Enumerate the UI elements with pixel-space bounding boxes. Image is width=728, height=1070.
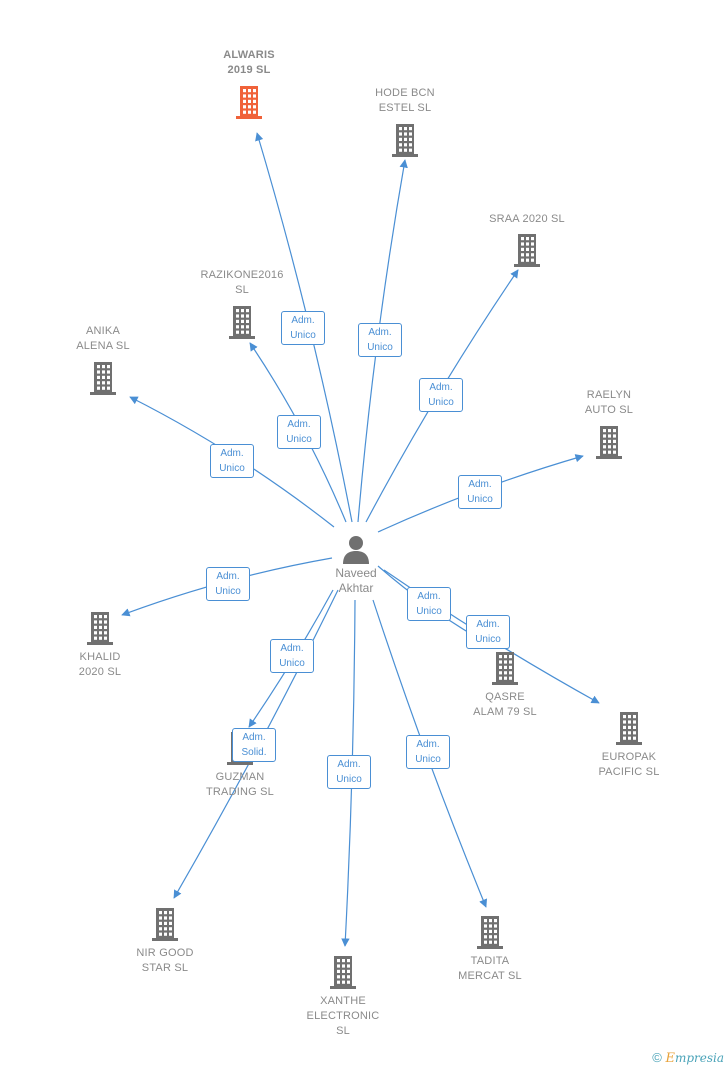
company-name: RAZIKONE2016 SL bbox=[200, 269, 284, 296]
building-icon bbox=[492, 652, 518, 685]
building-icon bbox=[596, 426, 622, 459]
relation-badge-qasre[interactable]: Adm. Unico bbox=[407, 587, 451, 621]
brand-rest: mpresia bbox=[674, 1051, 724, 1065]
building-icon bbox=[90, 362, 116, 395]
company-name: QASRE ALAM 79 SL bbox=[473, 691, 537, 718]
company-name: GUZMAN TRADING SL bbox=[205, 771, 274, 798]
company-node-alwaris[interactable]: ALWARIS 2019 SL bbox=[184, 48, 314, 120]
empresia-logo[interactable]: © Empresia bbox=[652, 1050, 724, 1066]
relation-badge-guzman[interactable]: Adm. Unico bbox=[270, 639, 314, 673]
relation-badge-khalid[interactable]: Adm. Unico bbox=[206, 567, 250, 601]
company-name: SRAA 2020 SL bbox=[489, 213, 565, 225]
building-icon bbox=[514, 234, 540, 267]
relation-badge-tadita[interactable]: Adm. Unico bbox=[406, 735, 450, 769]
brand-initial: E bbox=[665, 1051, 675, 1066]
company-name: HODE BCN ESTEL SL bbox=[375, 87, 435, 114]
company-node-khalid[interactable]: KHALID 2020 SL bbox=[35, 610, 165, 680]
relation-badge-europak[interactable]: Adm. Unico bbox=[466, 615, 510, 649]
relation-badge-anika[interactable]: Adm. Unico bbox=[210, 444, 254, 478]
building-icon bbox=[152, 908, 178, 941]
building-icon bbox=[229, 306, 255, 339]
relation-badge-razikone[interactable]: Adm. Unico bbox=[277, 415, 321, 449]
company-node-raelyn[interactable]: RAELYN AUTO SL bbox=[544, 388, 674, 460]
building-icon bbox=[236, 86, 262, 119]
relation-badge-sraa[interactable]: Adm. Unico bbox=[419, 378, 463, 412]
person-name: Naveed Akhtar bbox=[335, 566, 377, 595]
company-name: ANIKA ALENA SL bbox=[76, 325, 130, 352]
relation-badge-raelyn[interactable]: Adm. Unico bbox=[458, 475, 502, 509]
company-node-nirgood[interactable]: NIR GOOD STAR SL bbox=[100, 906, 230, 976]
company-name: NIR GOOD STAR SL bbox=[136, 947, 194, 974]
copyright-icon: © bbox=[652, 1050, 662, 1065]
relation-badge-hode[interactable]: Adm. Unico bbox=[358, 323, 402, 357]
company-name: KHALID 2020 SL bbox=[78, 651, 122, 678]
building-icon bbox=[392, 124, 418, 157]
company-node-hode[interactable]: HODE BCN ESTEL SL bbox=[340, 86, 470, 158]
company-node-europak[interactable]: EUROPAK PACIFIC SL bbox=[564, 710, 694, 780]
company-node-tadita[interactable]: TADITA MERCAT SL bbox=[425, 914, 555, 984]
relation-badge-xanthe[interactable]: Adm. Unico bbox=[327, 755, 371, 789]
company-name: EUROPAK PACIFIC SL bbox=[598, 751, 660, 778]
building-icon bbox=[616, 712, 642, 745]
person-node[interactable]: Naveed Akhtar bbox=[311, 534, 401, 596]
company-name: TADITA MERCAT SL bbox=[458, 955, 522, 982]
company-node-razikone[interactable]: RAZIKONE2016 SL bbox=[177, 268, 307, 340]
company-name: XANTHE ELECTRONIC SL bbox=[306, 995, 380, 1037]
building-icon bbox=[477, 916, 503, 949]
person-icon bbox=[343, 536, 369, 564]
company-node-sraa[interactable]: SRAA 2020 SL bbox=[462, 212, 592, 268]
building-icon bbox=[330, 956, 356, 989]
building-icon bbox=[87, 612, 113, 645]
company-node-anika[interactable]: ANIKA ALENA SL bbox=[38, 324, 168, 396]
company-node-xanthe[interactable]: XANTHE ELECTRONIC SL bbox=[278, 954, 408, 1039]
relation-badge-nirgood[interactable]: Adm. Solid. bbox=[232, 728, 276, 762]
company-name: ALWARIS 2019 SL bbox=[223, 49, 275, 76]
relation-badge-alwaris[interactable]: Adm. Unico bbox=[281, 311, 325, 345]
company-node-qasre[interactable]: QASRE ALAM 79 SL bbox=[440, 650, 570, 720]
company-name: RAELYN AUTO SL bbox=[584, 389, 634, 416]
